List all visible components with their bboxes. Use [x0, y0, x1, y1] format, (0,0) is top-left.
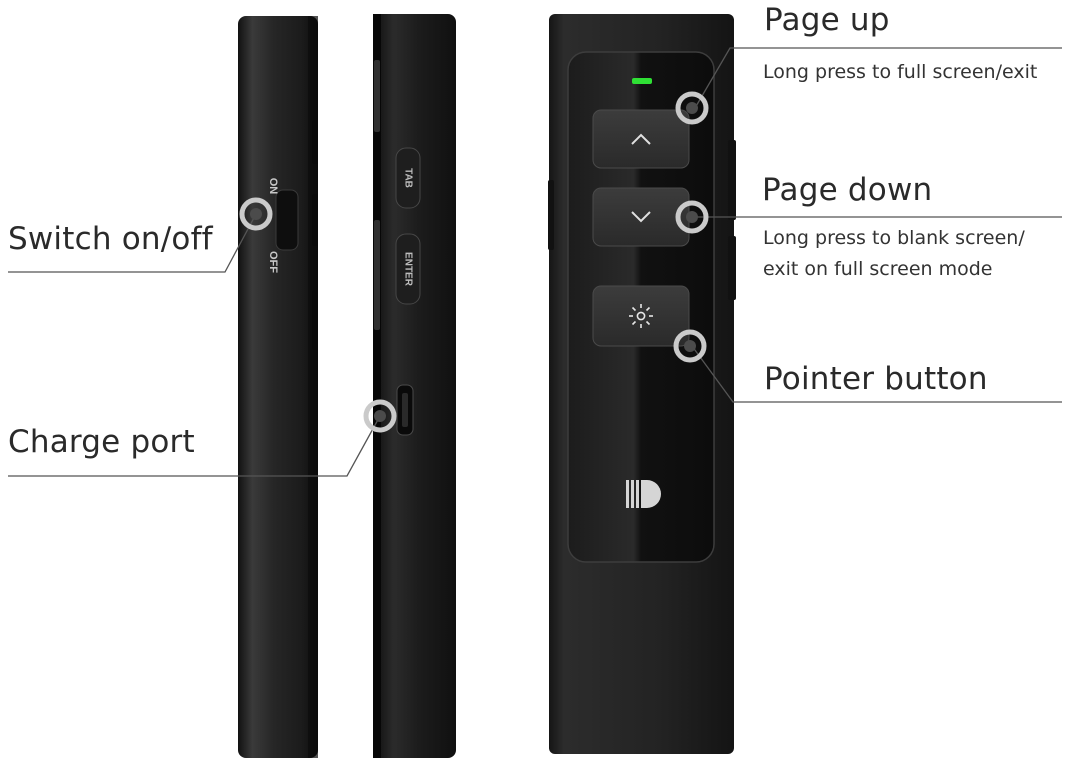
page-up-title: Page up: [764, 2, 890, 38]
pen-edge-middle: [373, 14, 381, 758]
side-ridge: [312, 290, 318, 350]
side-ridge: [374, 220, 380, 330]
side-view-switch: ON OFF: [238, 16, 318, 758]
charge-leader: [8, 415, 381, 477]
page-down-desc-line1: Long press to blank screen/: [763, 227, 1025, 249]
side-view-buttons: TAB ENTER: [373, 14, 456, 758]
side-ridge: [312, 194, 318, 246]
side-ridge: [312, 120, 318, 164]
marker-center: [250, 208, 262, 220]
chevron-down-icon: [631, 211, 651, 223]
side-ridge: [728, 236, 736, 300]
switch-on-label: ON: [267, 178, 279, 195]
pen-body-left: [238, 16, 318, 758]
page-down-marker: [675, 200, 709, 234]
leader-lines: [8, 47, 1062, 477]
page-down-title: Page down: [762, 172, 933, 208]
enter-button[interactable]: [395, 233, 421, 305]
usb-port-inner: [402, 393, 408, 427]
pen-body-middle: [373, 14, 456, 758]
laser-sun-icon: [629, 304, 653, 328]
power-switch[interactable]: [275, 189, 299, 251]
marker-center: [686, 211, 698, 223]
tab-label: TAB: [402, 168, 413, 188]
side-ridge: [374, 60, 380, 132]
tab-button[interactable]: [395, 147, 421, 209]
pen-edge-left: [308, 16, 318, 758]
front-view: [548, 14, 736, 754]
side-ridge: [728, 140, 736, 220]
switch-leader: [8, 213, 257, 273]
page-up-desc: Long press to full screen/exit: [763, 61, 1038, 83]
page-up-marker: [675, 91, 709, 125]
charge-marker: [363, 399, 397, 433]
page-down-button[interactable]: [592, 187, 690, 247]
brand-logo-icon: [626, 480, 661, 508]
page-up-button[interactable]: [592, 109, 690, 169]
marker-center: [686, 102, 698, 114]
pointer-leader: [691, 345, 1062, 403]
switch-title: Switch on/off: [8, 221, 213, 257]
status-led: [632, 78, 652, 84]
marker-center: [684, 340, 696, 352]
side-ridge: [548, 180, 554, 250]
page-up-leader: [694, 47, 1062, 109]
pointer-marker: [673, 329, 707, 363]
marker-center: [374, 410, 386, 422]
charge-title: Charge port: [8, 424, 195, 460]
chevron-up-icon: [631, 133, 651, 145]
pointer-title: Pointer button: [764, 361, 988, 397]
page-down-desc-line2: exit on full screen mode: [763, 258, 993, 280]
switch-off-label: OFF: [267, 251, 279, 273]
switch-marker: [239, 197, 273, 231]
pointer-button[interactable]: [592, 285, 690, 347]
callout-markers: [239, 91, 709, 433]
enter-label: ENTER: [402, 252, 413, 287]
